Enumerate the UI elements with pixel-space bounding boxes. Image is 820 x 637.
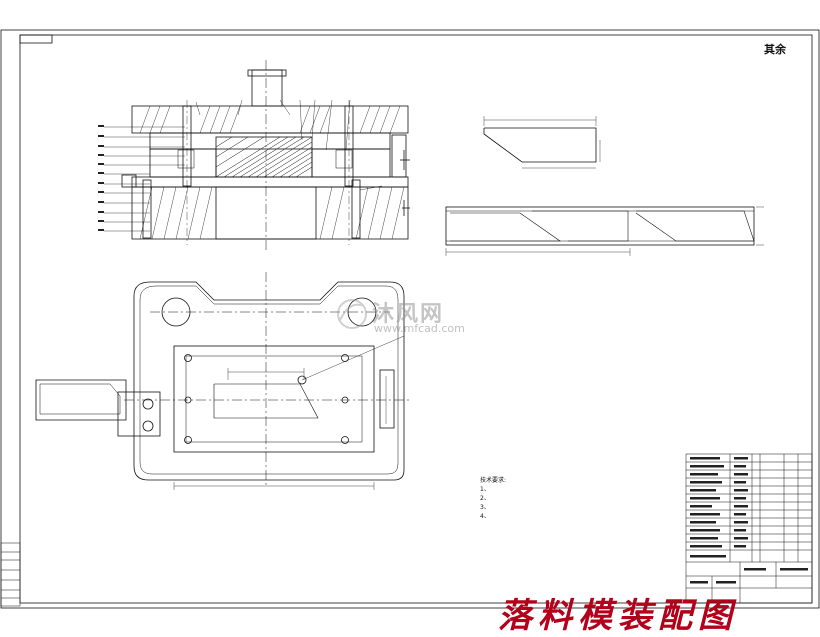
watermark-logo <box>337 299 367 329</box>
technical-notes: 技术要求: 1、 2、 3、 4、 <box>480 476 506 521</box>
callout-marks <box>98 125 104 231</box>
note-item-3: 3、 <box>480 504 490 511</box>
front-section-view <box>121 60 410 250</box>
outer-frame <box>0 29 820 609</box>
corner-stamp-box <box>19 34 53 44</box>
notes-heading: 技术要求: <box>480 477 507 484</box>
title-block <box>685 453 813 604</box>
plan-view <box>35 272 410 490</box>
part-side-view <box>483 116 601 169</box>
note-item-2: 2、 <box>480 495 490 502</box>
note-item-4: 4、 <box>480 513 490 520</box>
watermark-text: 沐风网 <box>372 302 445 327</box>
inner-border <box>19 34 813 604</box>
watermark-url: www.mfcad.com <box>374 322 465 335</box>
roughness-note: 其余 <box>764 43 786 56</box>
note-item-1: 1、 <box>480 486 490 493</box>
left-margin-table <box>0 542 21 607</box>
leader-lines-left <box>104 99 383 232</box>
strip-layout-view <box>445 206 764 256</box>
drawing-caption: 落料模装配图 <box>498 596 738 636</box>
bom-text-marks <box>690 457 808 584</box>
